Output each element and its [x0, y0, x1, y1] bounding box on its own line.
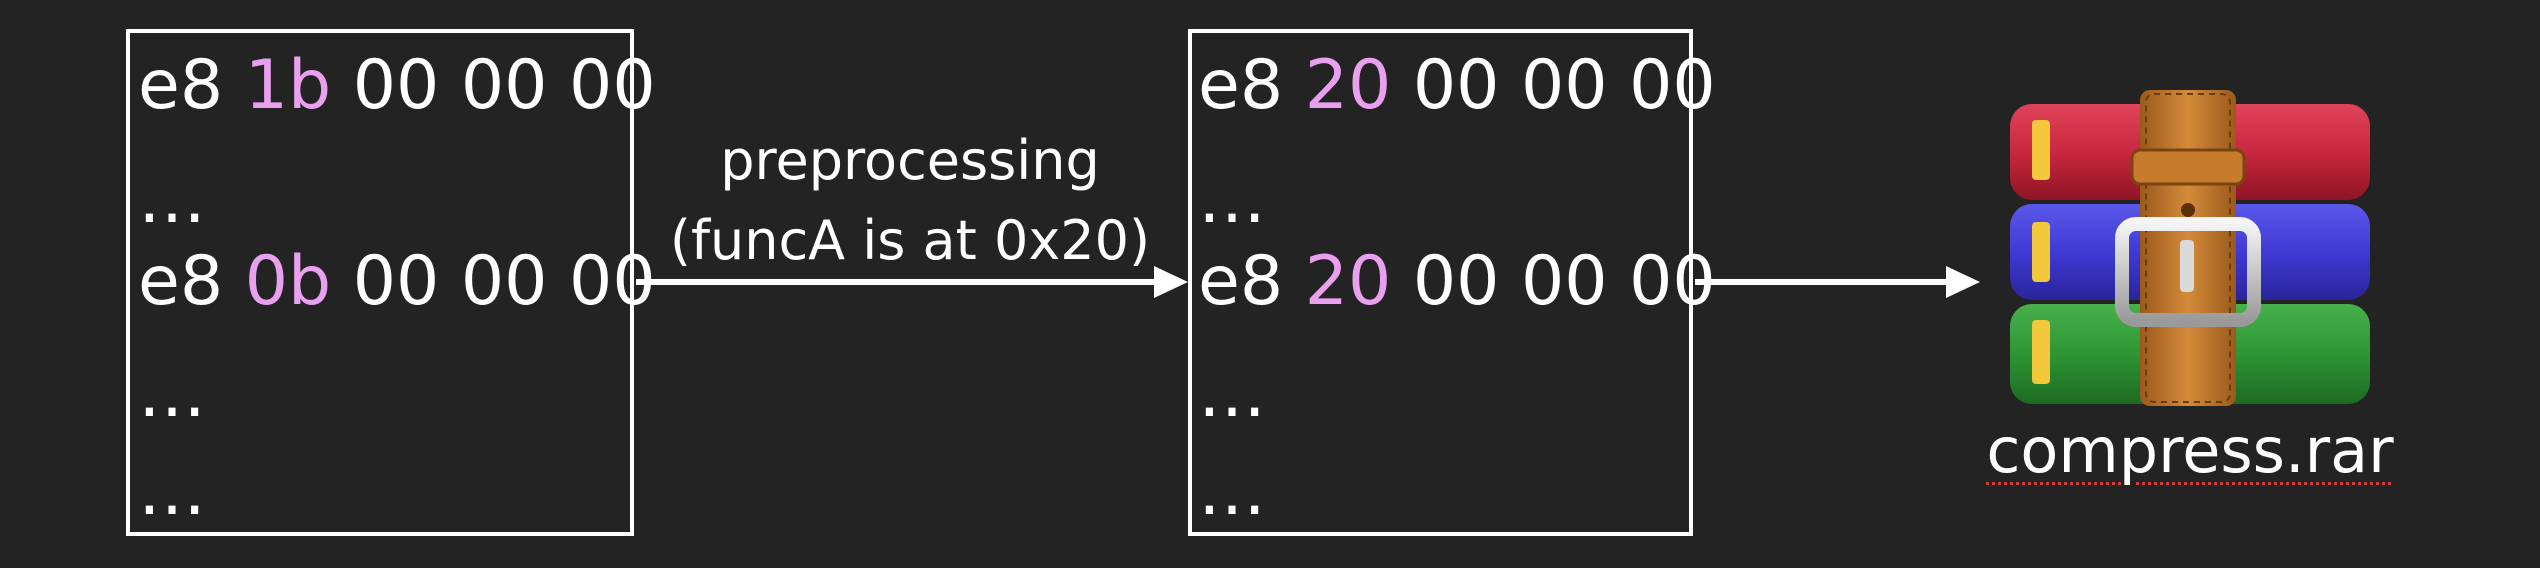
ellipsis-line: … — [1198, 354, 1266, 433]
ellipsis-line: … — [1198, 160, 1266, 239]
ellipsis-line: … — [138, 452, 206, 531]
compress-arrow — [1695, 266, 1980, 298]
ellipsis-line: … — [138, 160, 206, 239]
archive-filename: compress.rar — [1986, 414, 2394, 487]
preprocessed-bytes-box — [1188, 29, 1693, 536]
ellipsis-line: … — [138, 354, 206, 433]
arrow-label-line1: preprocessing — [720, 129, 1100, 192]
hex-line: e8 1b 00 00 00 — [138, 46, 656, 125]
preprocessing-arrow — [636, 266, 1188, 298]
winrar-archive-icon — [2010, 90, 2370, 406]
hex-line: e8 0b 00 00 00 — [138, 242, 656, 321]
highlighted-offset: 1b — [244, 46, 332, 125]
highlighted-offset: 20 — [1304, 242, 1392, 321]
hex-line: e8 20 00 00 00 — [1198, 242, 1716, 321]
ellipsis-line: … — [1198, 452, 1266, 531]
highlighted-offset: 20 — [1304, 46, 1392, 125]
highlighted-offset: 0b — [244, 242, 332, 321]
hex-line: e8 20 00 00 00 — [1198, 46, 1716, 125]
source-bytes-box — [126, 29, 634, 536]
arrow-label-line2: (funcA is at 0x20) — [669, 209, 1151, 272]
